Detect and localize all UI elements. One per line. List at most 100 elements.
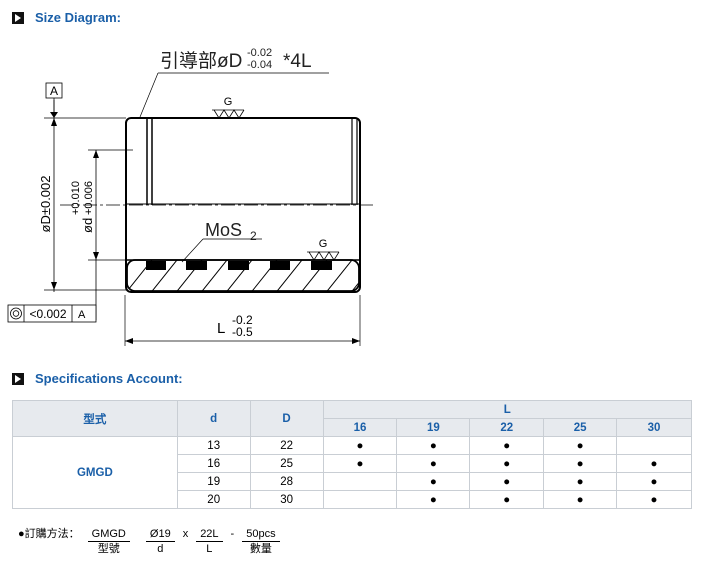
- table-header-row: 型式 d D L: [12, 400, 693, 437]
- extension-lines: [44, 117, 361, 346]
- mark-cell: ●: [616, 490, 692, 509]
- mos2-subscript: 2: [250, 229, 257, 243]
- datum-a-box: A: [45, 82, 63, 118]
- model-cell: GMGD: [12, 436, 178, 509]
- order-qty-value: 50pcs: [242, 528, 280, 542]
- dimension-outer-diameter: øD±0.002: [38, 100, 57, 292]
- surface-finish-bottom: G: [307, 238, 340, 261]
- order-model-value: GMGD: [87, 528, 130, 542]
- order-L: 22L L: [196, 528, 223, 556]
- order-d: Ø19 d: [145, 528, 175, 556]
- mark-cell: ●: [543, 454, 618, 473]
- D-cell: 25: [249, 454, 324, 473]
- spec-account-title: Specifications Account:: [35, 371, 183, 386]
- order-L-caption: L: [206, 543, 213, 555]
- mark-cell: ●: [396, 472, 471, 491]
- guide-tol-lower: -0.04: [247, 59, 272, 71]
- order-model: GMGD 型號: [87, 528, 130, 556]
- dim-inner-diameter-lower-tol: +0.006: [83, 181, 95, 215]
- spec-table: 型式 d D L 16 19 22 25 30 GMGD 13 22 ● ● ●…: [12, 400, 693, 509]
- order-method: ●訂購方法： GMGD 型號 Ø19 d x 22L L - 50pcs 數量: [18, 528, 280, 556]
- dimension-length: L -0.2 -0.5: [125, 313, 360, 344]
- header-L: L: [322, 400, 693, 419]
- guide-callout: 引導部 øD -0.02 -0.04 *4L: [139, 47, 329, 118]
- spec-account-header: Specifications Account:: [12, 371, 183, 386]
- order-qty: 50pcs 數量: [242, 528, 280, 556]
- guide-tol-upper: -0.02: [247, 47, 272, 59]
- order-L-value: 22L: [196, 528, 223, 542]
- hatched-wall-section: [127, 260, 359, 291]
- arrow-bullet-icon: [12, 372, 24, 385]
- mark-cell: [322, 472, 398, 491]
- D-cell: 30: [249, 490, 324, 509]
- arrow-bullet-icon: [12, 11, 24, 24]
- mark-cell: ●: [396, 490, 471, 509]
- header-L-value: 30: [616, 418, 692, 437]
- header-L-value: 19: [396, 418, 471, 437]
- d-cell: 19: [176, 472, 251, 491]
- order-model-caption: 型號: [97, 543, 120, 555]
- concentricity-datum: A: [78, 309, 86, 321]
- table-row: 16 25 ● ● ● ● ●: [13, 454, 692, 473]
- header-model: 型式: [12, 400, 178, 437]
- mark-cell: ●: [469, 490, 545, 509]
- mark-cell: ●: [543, 436, 618, 455]
- mos2-inserts: [146, 261, 332, 270]
- table-subheader-row: 16 19 22 25 30: [13, 418, 692, 437]
- mos2-label: MoS: [205, 220, 242, 240]
- dim-length-upper-tol: -0.2: [232, 313, 253, 327]
- header-d: d: [176, 400, 251, 437]
- D-cell: 22: [249, 436, 324, 455]
- order-d-caption: d: [157, 543, 164, 555]
- size-diagram-title: Size Diagram:: [35, 10, 121, 25]
- concentricity-value: <0.002: [29, 307, 66, 321]
- size-diagram: øD±0.002 ød +0.010 +0.006 A <0.002 A L -…: [7, 47, 375, 346]
- d-cell: 13: [176, 436, 251, 455]
- mark-cell: ●: [396, 436, 471, 455]
- table-row: 20 30 ● ● ● ●: [13, 490, 692, 509]
- mark-cell: ●: [616, 472, 692, 491]
- mark-cell: ●: [543, 472, 618, 491]
- guide-label-prefix: 引導部: [160, 50, 217, 72]
- wall-section-outline: [126, 259, 360, 292]
- mos2-callout: MoS 2: [181, 220, 262, 263]
- mark-cell: ●: [469, 454, 545, 473]
- dim-inner-diameter-upper-tol: +0.010: [70, 181, 82, 215]
- table-row: 19 28 ● ● ● ●: [13, 472, 692, 491]
- mark-cell: ●: [322, 436, 398, 455]
- datum-a-label: A: [50, 84, 58, 98]
- surface-finish-top: G: [212, 96, 245, 119]
- dim-outer-diameter-label: øD±0.002: [38, 176, 53, 233]
- D-cell: 28: [249, 472, 324, 491]
- surface-finish-bottom-label: G: [319, 238, 328, 250]
- d-cell: 20: [176, 490, 251, 509]
- header-D: D: [249, 400, 324, 437]
- order-label: ●訂購方法：: [18, 528, 80, 540]
- d-cell: 16: [176, 454, 251, 473]
- dim-inner-diameter-label: ød: [80, 218, 95, 233]
- dim-length-lower-tol: -0.5: [232, 325, 253, 339]
- surface-finish-top-label: G: [224, 96, 233, 108]
- size-diagram-header: Size Diagram:: [12, 10, 121, 25]
- header-L-value: 16: [322, 418, 398, 437]
- mark-cell: ●: [469, 436, 545, 455]
- dimension-inner-diameter: ød +0.010 +0.006: [70, 150, 99, 320]
- mark-cell: ●: [543, 490, 618, 509]
- mark-cell: ●: [469, 472, 545, 491]
- concentricity-icon: [10, 307, 22, 320]
- dim-length-label: L: [217, 320, 225, 337]
- order-qty-caption: 數量: [249, 543, 272, 555]
- mark-cell: ●: [396, 454, 471, 473]
- mark-cell: [322, 490, 398, 509]
- order-separator: x: [182, 528, 189, 540]
- order-d-value: Ø19: [145, 528, 175, 542]
- header-L-value: 25: [543, 418, 618, 437]
- order-separator: -: [230, 528, 235, 540]
- header-L-value: 22: [469, 418, 545, 437]
- mark-cell: ●: [616, 454, 692, 473]
- mark-cell: ●: [322, 454, 398, 473]
- concentricity-frame: <0.002 A: [7, 304, 97, 323]
- mark-cell: [616, 436, 692, 455]
- table-row: GMGD 13 22 ● ● ● ●: [12, 436, 692, 509]
- guide-label-suffix: *4L: [283, 51, 312, 72]
